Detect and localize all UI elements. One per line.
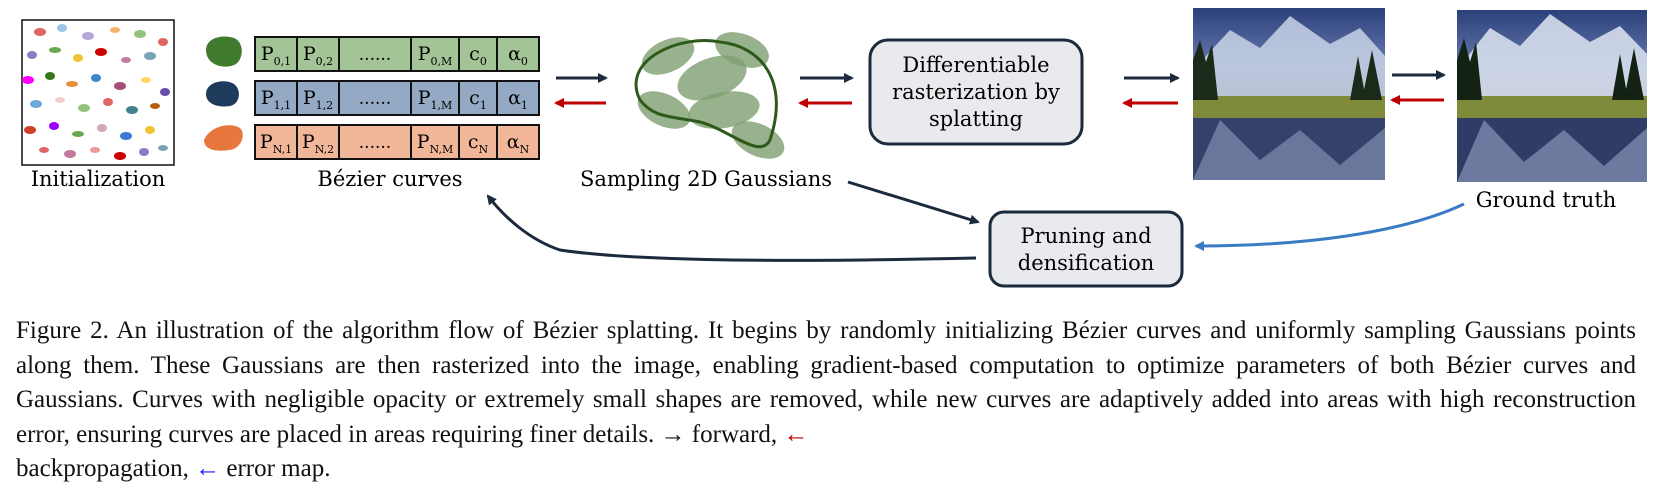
pruning-to-bezier-arrow — [486, 194, 977, 262]
rasterization-line-2: rasterization by — [892, 80, 1060, 104]
param-cell-text: α0 — [508, 43, 528, 68]
param-cell — [296, 36, 340, 72]
param-cell-text: ...... — [359, 133, 391, 153]
caption-text: Figure 2. An illustration of the algorit… — [16, 317, 1636, 448]
initialization-label: Initialization — [31, 167, 166, 191]
param-cell — [458, 124, 498, 160]
param-cell-text: c0 — [469, 43, 487, 68]
param-row: P0,1 P0,2...... P0,M c0 α0 — [254, 36, 540, 72]
param-cell — [254, 36, 298, 72]
param-cell-text: P1,2 — [303, 87, 333, 112]
param-cell — [458, 36, 498, 72]
param-cell-text: ...... — [359, 45, 391, 65]
rasterization-line-3: splatting — [929, 107, 1023, 131]
param-cell-text: c1 — [469, 87, 487, 112]
param-cell-text: P0,2 — [303, 43, 333, 68]
error-map-label: error map. — [226, 455, 331, 482]
ground-truth-image — [1457, 10, 1647, 182]
param-cell-text: P1,1 — [261, 87, 291, 112]
green-curve-blob — [206, 36, 242, 67]
pruning-box: Pruning and densification — [988, 210, 1184, 288]
param-cell — [254, 80, 298, 116]
algorithm-flow-figure: Initialization P0,1 P0,2...... P0,M c0 α0P1,… — [21, 8, 1647, 288]
param-cell — [458, 80, 498, 116]
param-cell — [338, 36, 412, 72]
navy-curve-blob — [206, 81, 239, 107]
param-cell-text: α1 — [508, 87, 528, 112]
error-map-symbol: ← — [195, 455, 221, 482]
figure-caption: Figure 2. An illustration of the algorit… — [16, 314, 1636, 487]
param-cell-text: PN,M — [417, 131, 453, 156]
random-curves-scatter — [22, 24, 170, 160]
ground-truth-label: Ground truth — [1476, 188, 1617, 212]
param-cell-text: P1,M — [418, 87, 453, 112]
pruning-line-2: densification — [1018, 251, 1155, 275]
orange-curve-blob — [204, 125, 243, 151]
param-cell — [496, 36, 540, 72]
param-cell-text: αN — [507, 131, 530, 156]
param-cell — [496, 80, 540, 116]
param-cell — [338, 124, 412, 160]
param-row: P1,1 P1,2...... P1,M c1 α1 — [254, 80, 540, 116]
sampling-label: Sampling 2D Gaussians — [580, 167, 832, 191]
rasterization-box: Differentiable rasterization by splattin… — [868, 38, 1084, 146]
param-cell-text: ...... — [359, 89, 391, 109]
param-cell — [496, 124, 540, 160]
initialization-panel — [21, 19, 175, 166]
sampled-gaussians — [634, 32, 785, 159]
param-cell-text: PN,2 — [302, 131, 334, 156]
forward-label: forward, — [691, 420, 778, 448]
bezier-curves-label: Bézier curves — [317, 167, 462, 191]
rendered-landscape-image — [1193, 8, 1385, 180]
param-cell — [296, 80, 340, 116]
error-map-arrow — [1194, 202, 1465, 251]
backprop-label: backpropagation, — [16, 455, 189, 482]
sampling-to-pruning-arrow — [847, 180, 980, 225]
param-cell-text: cN — [468, 131, 489, 156]
param-cell-text: P0,1 — [261, 43, 291, 68]
backprop-symbol: ← — [783, 420, 809, 448]
param-cell — [296, 124, 340, 160]
param-cell-text: P0,M — [418, 43, 453, 68]
param-cell-text: PN,1 — [260, 131, 292, 156]
param-row: PN,1 PN,2...... PN,M cN αN — [254, 124, 540, 160]
rasterization-line-1: Differentiable — [902, 53, 1049, 77]
pruning-line-1: Pruning and — [1020, 224, 1151, 248]
param-cell — [410, 36, 460, 72]
forward-symbol: → — [660, 420, 686, 448]
